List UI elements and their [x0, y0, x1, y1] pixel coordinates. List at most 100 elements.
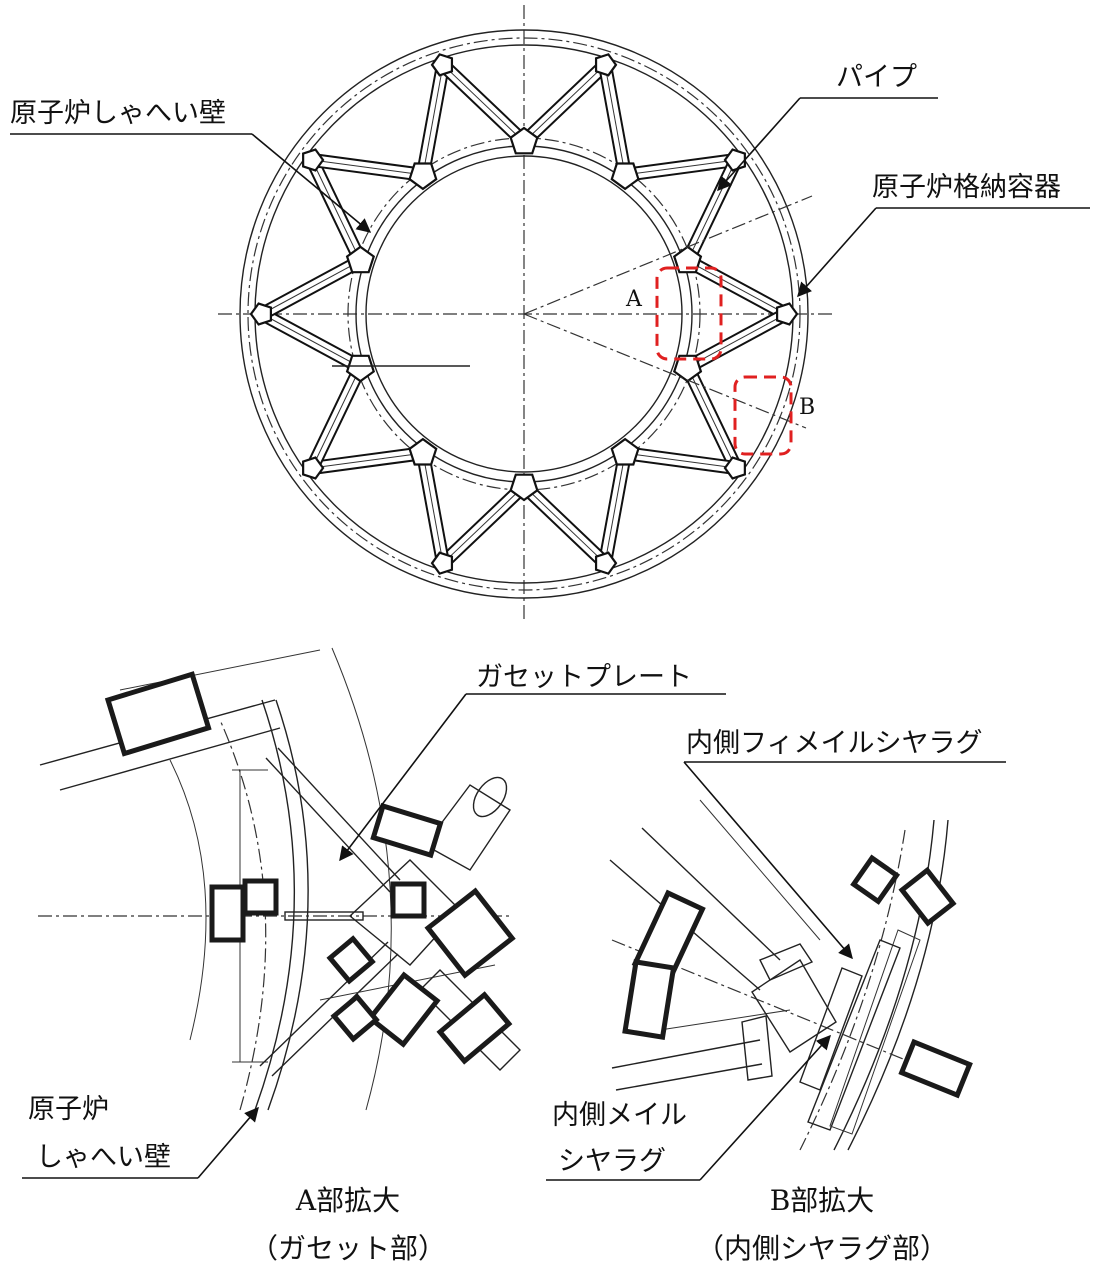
label-inner-female-shear-lug: 内側フィメイルシヤラグ	[686, 728, 982, 759]
radial-ref-line-lower	[523, 313, 807, 429]
containment-vessel-outer-dash	[247, 37, 801, 591]
gusset-hub	[610, 162, 640, 191]
redaction-box	[370, 802, 444, 859]
pipe-strut-centerline	[523, 64, 606, 143]
ghost-arc	[169, 759, 207, 1041]
label-detail-b: B	[799, 395, 815, 420]
redaction-box	[898, 866, 957, 927]
label-containment-vessel: 原子炉格納容器	[872, 172, 1061, 203]
pipe-strut-centerline	[625, 452, 737, 469]
female-shear-lug	[807, 939, 901, 1131]
gusset-hub	[430, 551, 454, 575]
shield-wall-inner	[365, 155, 683, 473]
gusset-hub	[302, 456, 325, 480]
gusset-hub	[345, 245, 376, 274]
pipe-strut-centerline	[442, 485, 525, 564]
gusset-hub	[776, 302, 799, 326]
redaction-box	[242, 878, 279, 916]
male-shear-lug	[799, 967, 863, 1091]
redaction-box	[326, 935, 376, 985]
pipe-strut-centerline	[604, 64, 626, 175]
strut-lower-b-3	[659, 1009, 791, 1031]
detail-a-highlight	[655, 266, 723, 361]
redaction-box	[424, 887, 516, 979]
gusset-hub	[509, 126, 539, 155]
caption-a-sub: （ガセット部）	[250, 1232, 446, 1265]
gusset-hub	[408, 162, 438, 191]
strut-upper-b-1	[641, 827, 781, 961]
gusset-hub	[610, 437, 640, 466]
pipe-strut-centerline	[687, 159, 737, 262]
caption-b-title: B部拡大	[770, 1184, 875, 1217]
label-inner-male-line1: 内側メイル	[552, 1100, 687, 1131]
detail-b-shear-lug: 内側フィメイルシヤラグ 内側メイル シヤラグ B部拡大 （内側シヤラグ部）	[546, 728, 1006, 1265]
detail-a-gusset: ガセットプレート 原子炉 しゃへい壁 A部拡大 （ガセット部）	[22, 647, 726, 1265]
gusset-diagonal-upper-b	[277, 747, 401, 881]
containment-vessel-outer	[239, 29, 809, 599]
redaction-box	[390, 881, 427, 919]
gusset-hub	[345, 354, 376, 383]
strut-lower-b-1	[611, 1039, 761, 1069]
pipe-end-b-lower	[741, 1015, 773, 1081]
detail-b-highlight	[733, 375, 793, 456]
gusset-hub	[594, 551, 618, 575]
pipe-body-a	[423, 784, 511, 871]
redaction-box	[366, 971, 441, 1048]
redaction-box	[209, 884, 246, 943]
female-shear-lug-back	[829, 929, 921, 1135]
dim-arc-line	[119, 649, 321, 691]
vessel-arc	[331, 647, 392, 1111]
vessel-arc-inner	[833, 819, 935, 1151]
redaction-box	[436, 991, 513, 1065]
gusset-hub	[594, 53, 618, 77]
strut-upper-2	[59, 727, 281, 791]
pipe-strut-centerline	[311, 159, 361, 262]
leader-female-arrow	[683, 761, 853, 960]
bolt-detail	[284, 911, 364, 921]
pipe-strut-centerline	[523, 485, 606, 564]
leader-pipe-arrow	[717, 97, 801, 192]
gusset-hub	[509, 473, 539, 502]
gusset-hub	[430, 53, 454, 77]
gusset-diagonal-upper-a	[265, 757, 391, 893]
pipe-strut-centerline	[422, 64, 444, 175]
label-reactor-shield-wall: 原子炉しゃへい壁	[10, 98, 226, 129]
label-gusset-plate: ガセットプレート	[476, 662, 692, 693]
pipe-truss	[249, 53, 799, 575]
leader-shield-wall-arrow	[251, 133, 372, 233]
leader-gusset-arrow	[339, 693, 467, 862]
redaction-box	[850, 854, 901, 905]
caption-b-sub: （内側シヤラグ部）	[696, 1232, 948, 1265]
label-detail-a: A	[625, 287, 643, 312]
gusset-hub	[408, 437, 438, 466]
leader-containment-arrow	[797, 207, 877, 298]
pipe-strut-centerline	[422, 453, 444, 564]
leader-shield-wall-a-arrow	[197, 1106, 259, 1179]
pipe-strut-centerline	[442, 64, 525, 143]
gusset-hub	[249, 302, 272, 326]
pipe-strut-centerline	[625, 159, 737, 176]
strut-upper-b-3	[699, 799, 821, 941]
strut-lower-b-2	[615, 1063, 763, 1091]
pipe-strut-centerline	[311, 159, 423, 176]
label-shield-wall-line2: しゃへい壁	[36, 1142, 171, 1173]
redaction-box	[330, 993, 380, 1043]
label-pipe: パイプ	[836, 62, 917, 93]
pipe-end-a	[472, 776, 508, 818]
hub-b	[751, 959, 837, 1053]
redaction-box	[104, 671, 212, 757]
gusset-hub	[672, 245, 703, 274]
pipe-strut-centerline	[604, 453, 626, 564]
caption-a-title: A部拡大	[295, 1184, 400, 1217]
leader-male-arrow	[699, 1034, 831, 1181]
pipe-strut-centerline	[261, 313, 361, 368]
pipe-strut-centerline	[687, 260, 787, 315]
redaction-box	[622, 959, 677, 1040]
plan-view: 原子炉しゃへい壁 パイプ 原子炉格納容器 A B	[10, 5, 1090, 622]
gusset-hub	[302, 148, 325, 172]
label-inner-male-line2: シヤラグ	[558, 1146, 666, 1177]
pipe-strut-centerline	[311, 366, 361, 469]
redaction-box	[898, 1038, 973, 1099]
pipe-strut-centerline	[687, 366, 737, 469]
